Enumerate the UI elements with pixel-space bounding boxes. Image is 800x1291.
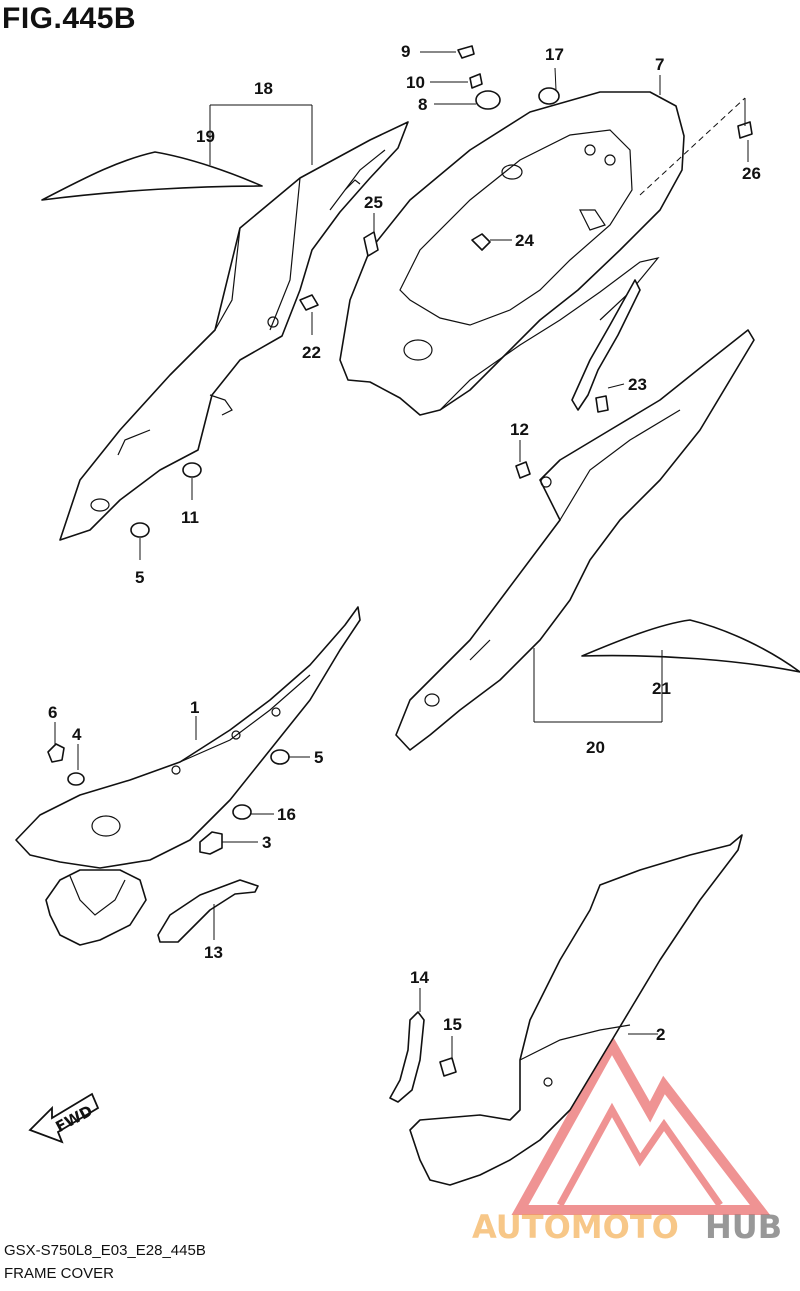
callout-13: 13 xyxy=(204,943,223,962)
callout-21: 21 xyxy=(652,679,671,698)
callout-11: 11 xyxy=(181,508,199,527)
callout-25: 25 xyxy=(364,193,383,212)
callout-6: 6 xyxy=(48,703,57,722)
callout-7: 7 xyxy=(655,55,664,74)
part-14-bracket xyxy=(389,1011,425,1103)
decal-21 xyxy=(581,619,800,673)
callout-8: 8 xyxy=(418,95,427,114)
part-18-left-tail-cover xyxy=(59,121,409,541)
callout-19: 19 xyxy=(196,127,215,146)
callout-17: 17 xyxy=(545,45,564,64)
watermark-brand-part1: AUTOMOTO xyxy=(472,1208,679,1246)
callout-5-upper: 5 xyxy=(135,568,144,587)
callout-9: 9 xyxy=(401,42,410,61)
callout-15: 15 xyxy=(443,1015,462,1034)
callout-16: 16 xyxy=(277,805,296,824)
callout-10: 10 xyxy=(406,73,425,92)
forward-direction-arrow-icon: FWD xyxy=(28,1092,100,1144)
section-name: FRAME COVER xyxy=(4,1265,115,1282)
part-7-seat-tail-cover xyxy=(339,91,685,416)
callout-3: 3 xyxy=(262,833,271,852)
part-20-right-tail-cover xyxy=(395,329,755,751)
callout-23: 23 xyxy=(628,375,647,394)
watermark-logo xyxy=(511,1034,771,1215)
callout-22: 22 xyxy=(302,343,321,362)
callout-12: 12 xyxy=(510,420,529,439)
decal-19 xyxy=(41,151,263,201)
part-1-left-frame-cover xyxy=(15,606,361,946)
watermark-text: AUTOMOTO HUB xyxy=(472,1208,782,1246)
watermark-brand-part2: HUB xyxy=(705,1208,782,1246)
callout-14: 14 xyxy=(410,968,429,987)
figure-title: FIG.445B xyxy=(2,2,137,35)
model-code: GSX-S750L8_E03_E28_445B xyxy=(4,1242,206,1259)
callout-20: 20 xyxy=(586,738,605,757)
callout-24: 24 xyxy=(515,231,534,250)
callout-26: 26 xyxy=(742,164,761,183)
part-2-right-frame-cover xyxy=(409,834,743,1186)
leader-lines xyxy=(54,51,749,1060)
small-parts xyxy=(47,45,753,1077)
callout-2: 2 xyxy=(656,1025,665,1044)
callout-5-lower: 5 xyxy=(314,748,323,767)
part-23-bracket xyxy=(571,279,641,411)
callout-18: 18 xyxy=(254,79,273,98)
callout-1: 1 xyxy=(190,698,199,717)
callout-4: 4 xyxy=(72,725,82,744)
part-13-bracket xyxy=(157,879,259,943)
